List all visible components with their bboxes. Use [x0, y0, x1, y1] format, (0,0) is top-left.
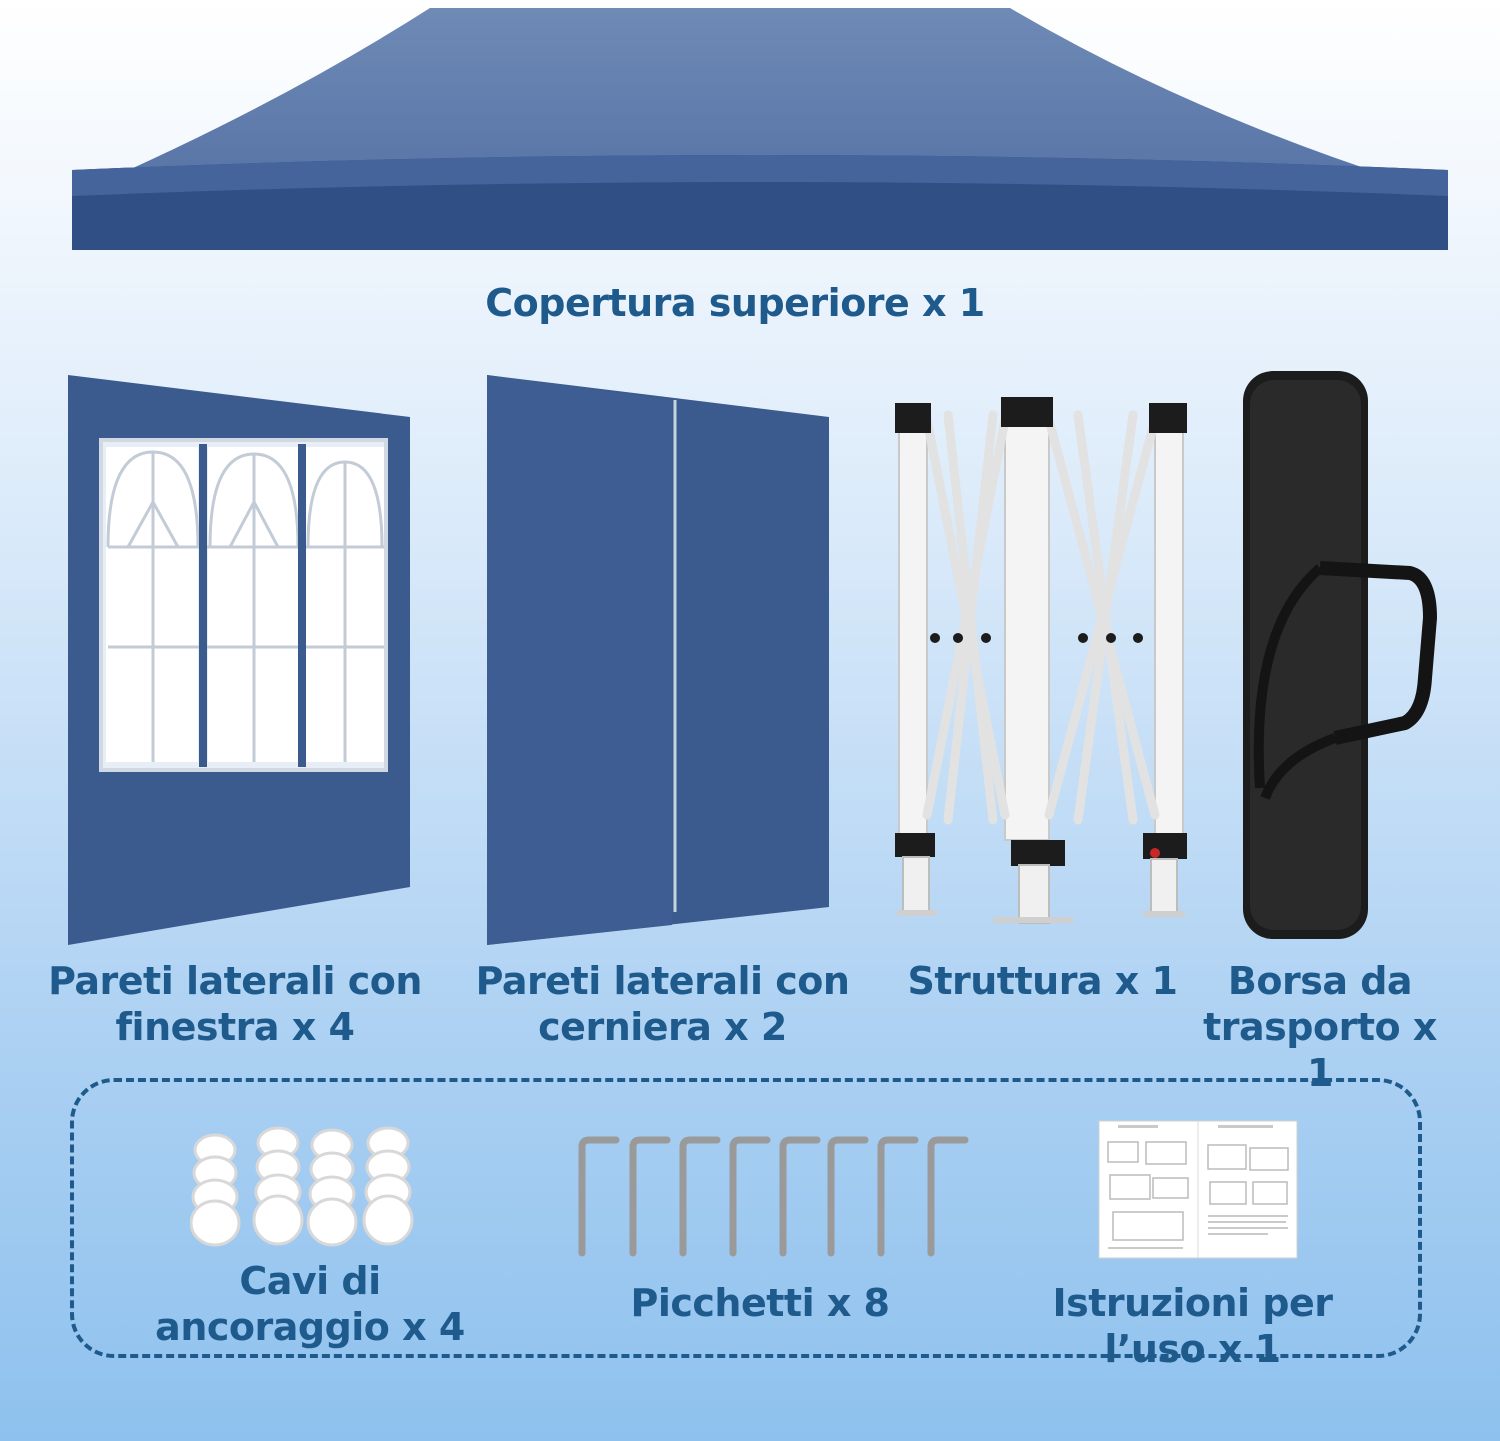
bag-label: Borsa da trasporto x 1: [1203, 959, 1437, 1095]
zipper-wall-image: [487, 372, 832, 947]
window-wall-image: [68, 372, 413, 947]
accessories-box: [70, 1078, 1422, 1358]
ropes-image: [190, 1115, 420, 1260]
manual-image: [1098, 1120, 1298, 1260]
window-walls-label: Pareti laterali con finestra x 4: [48, 959, 422, 1049]
stakes-image: [576, 1135, 971, 1260]
bag-image: [1240, 368, 1445, 943]
canopy-label: Copertura superiore x 1: [485, 281, 985, 325]
stakes-label: Picchetti x 8: [630, 1281, 890, 1325]
ropes-label: Cavi di ancoraggio x 4: [155, 1259, 465, 1349]
zipper-walls-label: Pareti laterali con cerniera x 2: [475, 959, 850, 1049]
frame-image: [893, 395, 1193, 930]
manual-label: Istruzioni per l’uso x 1: [1052, 1281, 1334, 1371]
frame-label: Struttura x 1: [907, 959, 1178, 1003]
canopy-image: [0, 0, 1500, 260]
